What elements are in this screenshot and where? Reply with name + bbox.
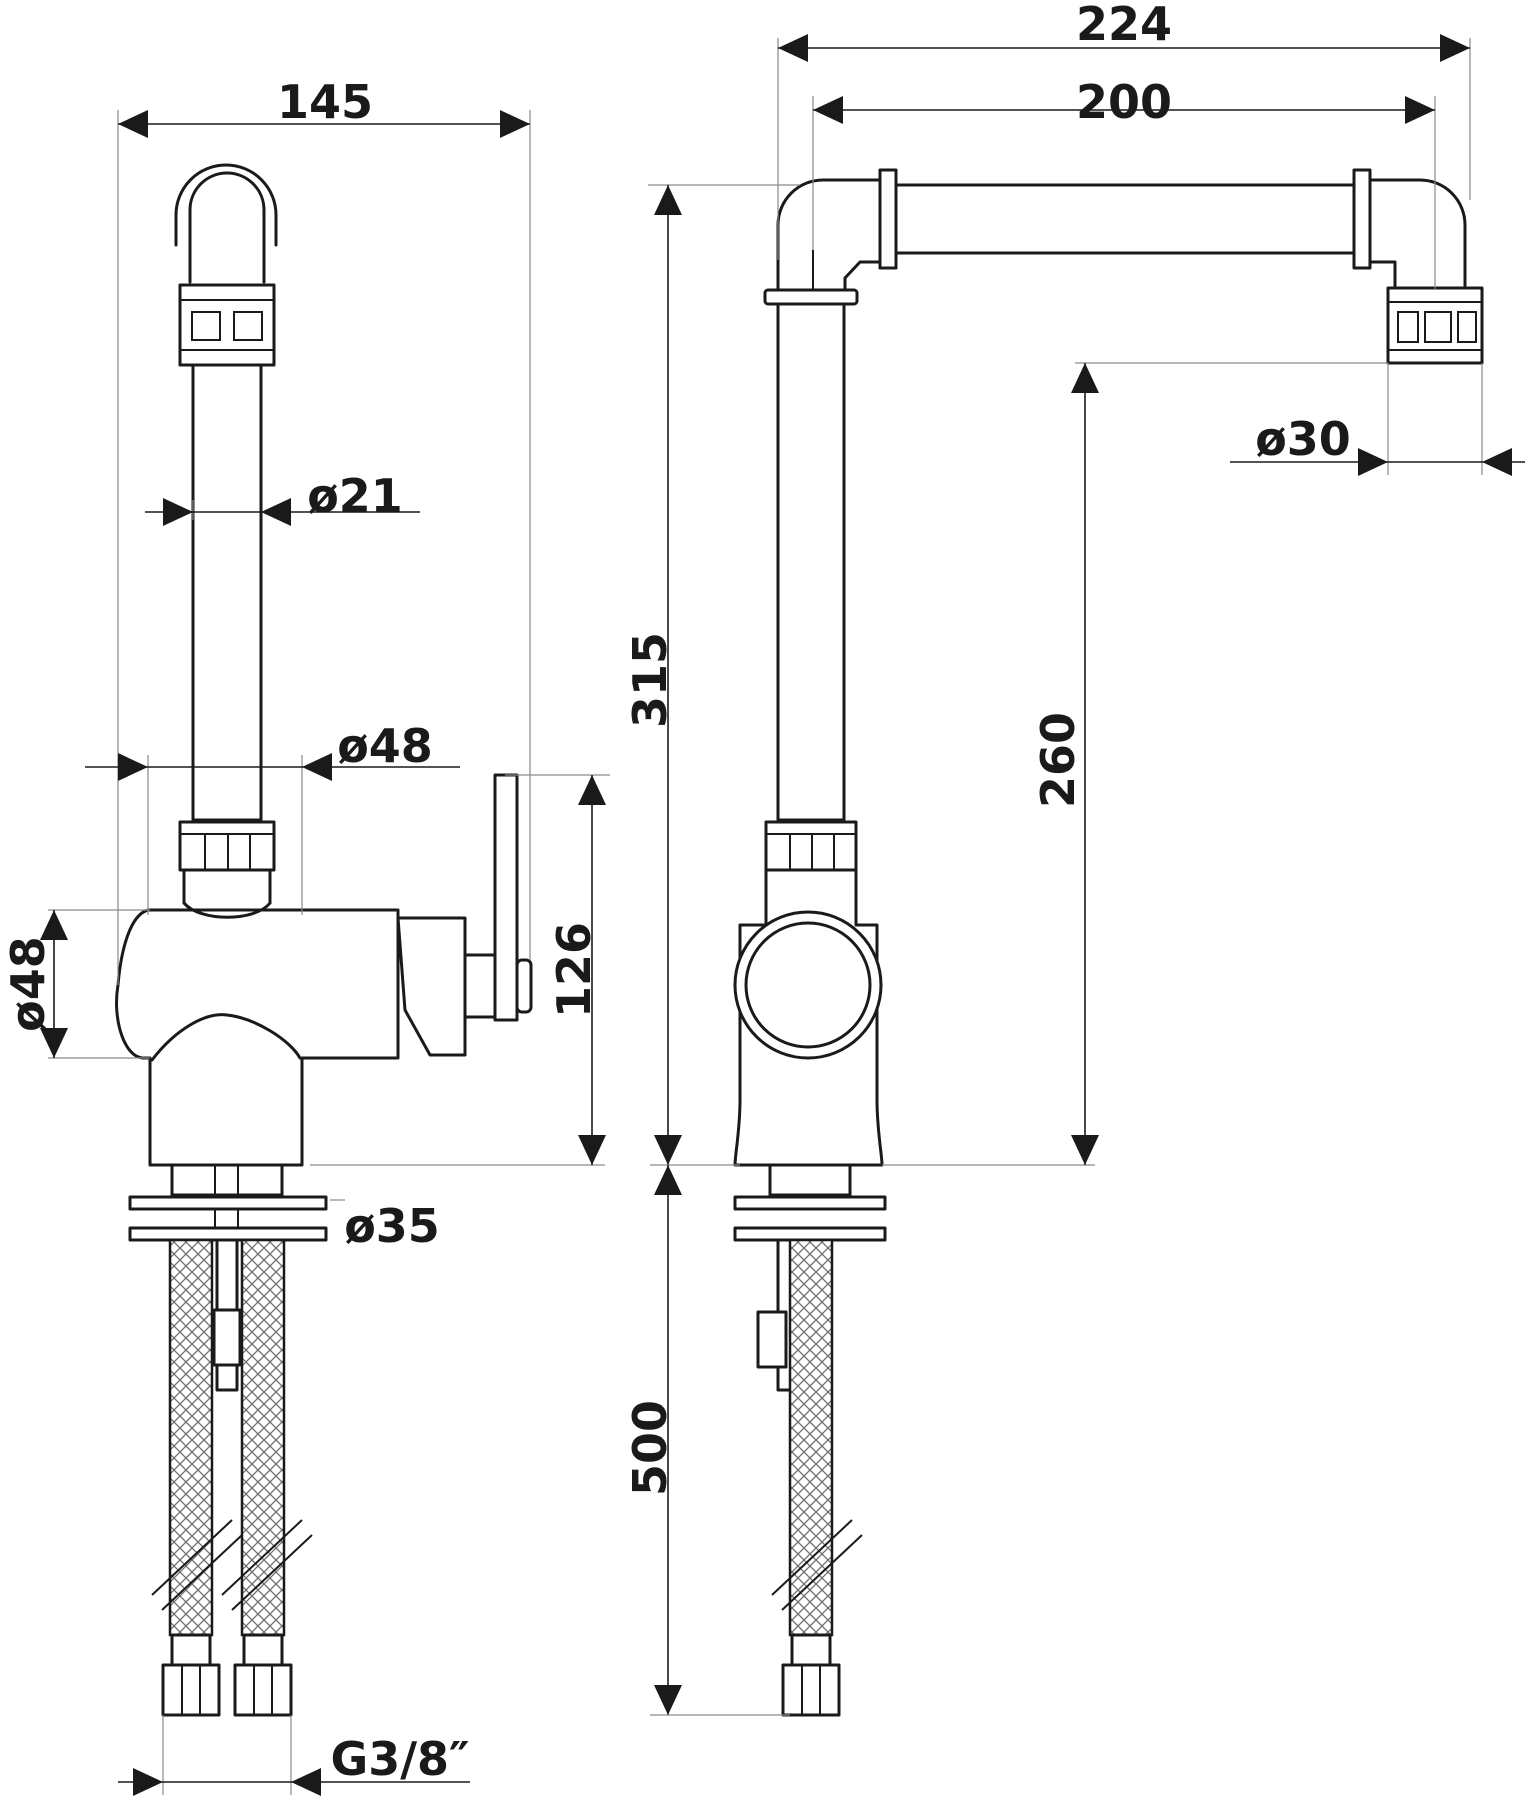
side-body-contour xyxy=(150,1013,302,1062)
front-break xyxy=(771,1519,863,1611)
label-handle-height: 126 xyxy=(547,922,601,1018)
label-hose-length: 500 xyxy=(623,1400,677,1496)
side-washer-bottom xyxy=(128,1226,328,1242)
front-spout-elbow-right xyxy=(1368,178,1467,290)
front-hose xyxy=(788,1238,834,1637)
front-aerator xyxy=(1386,286,1484,365)
label-body-diameter-front: ø48 xyxy=(1,936,55,1032)
front-view xyxy=(733,168,1484,1717)
label-shank-diameter: ø35 xyxy=(344,1199,440,1253)
side-spout-elbow xyxy=(188,171,266,284)
label-body-diameter-side: ø48 xyxy=(337,719,433,773)
front-cartridge-ring xyxy=(733,910,883,1060)
label-thread: G3/8″ xyxy=(330,1732,469,1786)
side-handle-cap xyxy=(515,958,533,1014)
front-spout-collar-right xyxy=(1352,168,1372,270)
dimension-arrows xyxy=(40,34,1512,1796)
side-nut-left xyxy=(161,1663,221,1717)
label-aerator-diameter: ø30 xyxy=(1255,412,1351,466)
label-overall-width: 224 xyxy=(1076,0,1172,51)
side-break-right xyxy=(221,1519,313,1611)
front-washer-top xyxy=(733,1195,887,1211)
side-handle-hub xyxy=(463,953,497,1019)
front-spout-arm xyxy=(894,183,1356,255)
side-hose-right xyxy=(240,1238,286,1637)
front-washer-bottom xyxy=(733,1226,887,1242)
front-spout-collar-left xyxy=(878,168,898,270)
side-break-left xyxy=(151,1519,243,1611)
side-spout-elbow-outer xyxy=(174,163,278,247)
side-neck-contour xyxy=(182,901,272,919)
front-cartridge-disc xyxy=(744,921,872,1049)
label-side-width: 145 xyxy=(277,75,373,129)
front-ferrule xyxy=(790,1633,832,1667)
side-nut-right xyxy=(233,1663,293,1717)
dimension-labels: 224 200 145 ø21 ø48 ø48 126 315 260 ø30 … xyxy=(1,0,1351,1786)
side-spout-tube xyxy=(191,363,263,822)
front-spout-tube xyxy=(776,302,846,822)
side-ferrule-left xyxy=(170,1633,212,1667)
front-nut xyxy=(781,1663,841,1717)
side-view xyxy=(115,163,533,1717)
dimension-lines xyxy=(48,38,1525,1795)
front-spout-flange xyxy=(763,288,859,306)
front-shank xyxy=(768,1163,852,1197)
side-upper-nut xyxy=(178,283,276,367)
front-spout-elbow-left xyxy=(776,178,882,292)
label-spout-reach: 200 xyxy=(1076,75,1172,129)
label-spout-diameter: ø21 xyxy=(307,469,403,523)
side-cartridge xyxy=(396,916,467,1057)
side-stud-nut xyxy=(212,1308,242,1367)
label-spout-clearance: 260 xyxy=(1031,712,1085,808)
side-neck xyxy=(182,868,272,905)
front-stud-nut xyxy=(756,1310,788,1369)
side-washer-top xyxy=(128,1195,328,1211)
label-total-height: 315 xyxy=(623,632,677,728)
side-ferrule-right xyxy=(242,1633,284,1667)
side-handle-lever xyxy=(493,773,519,1022)
side-hose-left xyxy=(168,1238,214,1637)
side-shank xyxy=(170,1163,284,1197)
side-valve-body xyxy=(115,908,400,1167)
